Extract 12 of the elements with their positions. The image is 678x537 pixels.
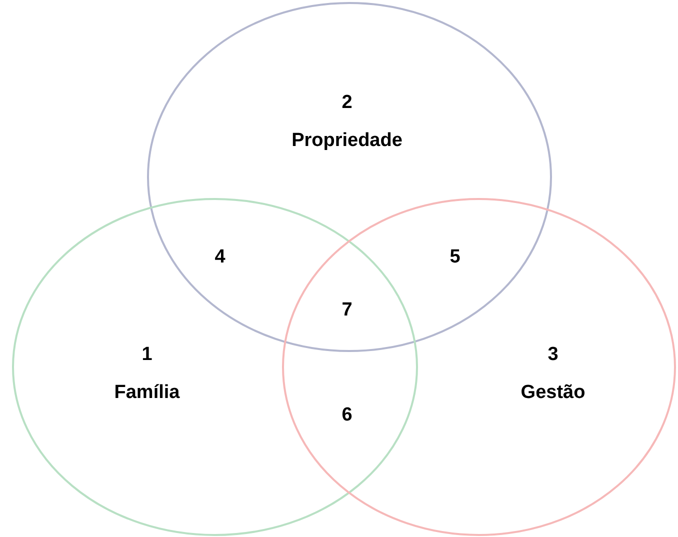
set-number: 1 — [142, 343, 152, 367]
set-number: 2 — [342, 91, 352, 115]
region-number: 6 — [342, 406, 352, 424]
venn-ellipse — [282, 198, 676, 536]
region-number: 7 — [342, 300, 352, 320]
region-number: 4 — [214, 248, 226, 266]
set-label: Família — [114, 381, 180, 405]
region-number: 5 — [450, 248, 460, 266]
set-label: Propriedade — [292, 129, 402, 153]
venn-ellipse — [12, 198, 418, 536]
set-label: Gestão — [520, 381, 586, 405]
set-number: 3 — [548, 343, 558, 367]
